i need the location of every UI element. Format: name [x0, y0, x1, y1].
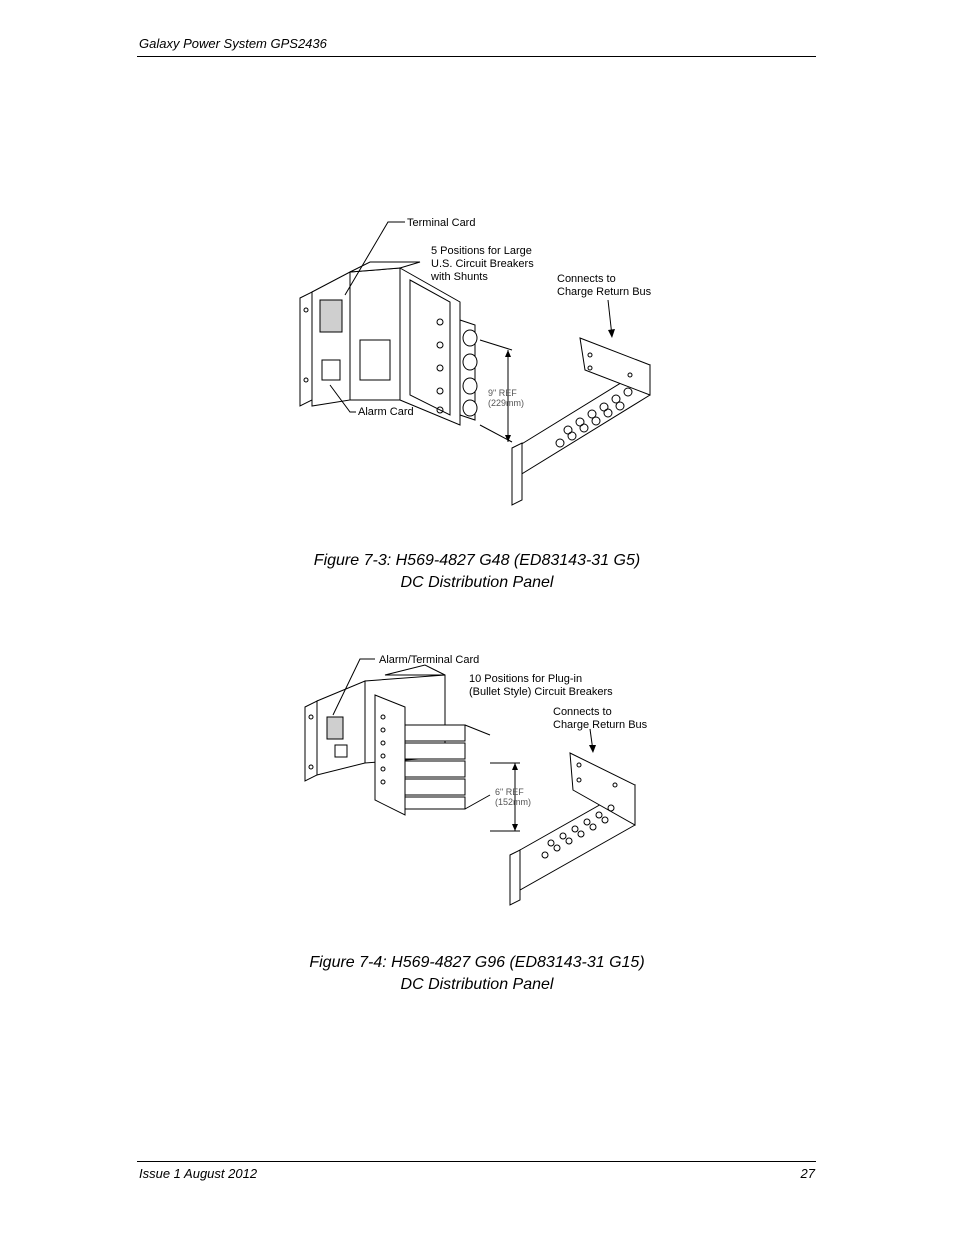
figure-7-4-caption-line2: DC Distribution Panel — [400, 976, 554, 993]
breaker-column — [436, 318, 444, 414]
bus-terminals — [555, 352, 633, 448]
label-positions-l1: 5 Positions for Large — [431, 245, 532, 257]
label-terminal-card: Terminal Card — [407, 217, 475, 229]
label-positions-l2: (Bullet Style) Circuit Breakers — [469, 686, 613, 698]
label-connects-l2: Charge Return Bus — [553, 719, 648, 731]
label-connects-l1: Connects to — [553, 706, 612, 718]
label-ref-l1: 6" REF — [495, 787, 524, 797]
page-header-title: Galaxy Power System GPS2436 — [139, 36, 327, 51]
label-alarm-card: Alarm Card — [358, 406, 414, 418]
label-connects-l1: Connects to — [557, 273, 616, 285]
label-positions-l1: 10 Positions for Plug-in — [469, 673, 582, 685]
figure-7-4-caption: Figure 7-4: H569-4827 G96 (ED83143-31 G1… — [0, 952, 954, 996]
label-ref-l2: (152mm) — [495, 797, 531, 807]
header-rule — [137, 56, 816, 57]
label-connects-l2: Charge Return Bus — [557, 286, 652, 298]
footer-issue: Issue 1 August 2012 — [139, 1166, 258, 1181]
footer-rule — [137, 1161, 816, 1162]
label-positions-l2: U.S. Circuit Breakers — [431, 258, 534, 270]
figure-7-3-caption: Figure 7-3: H569-4827 G48 (ED83143-31 G5… — [0, 550, 954, 594]
footer-page-number: 27 — [800, 1166, 815, 1181]
figure-7-4-caption-line1: Figure 7-4: H569-4827 G96 (ED83143-31 G1… — [309, 954, 645, 971]
figure-7-3-illustration: Terminal Card 5 Positions for Large U.S.… — [290, 210, 670, 510]
breaker-column — [380, 714, 386, 785]
label-positions-l3: with Shunts — [430, 271, 488, 283]
rack-ear-left — [299, 291, 313, 407]
label-alarm-terminal-card: Alarm/Terminal Card — [379, 654, 479, 666]
figure-7-3-caption-line1: Figure 7-3: H569-4827 G48 (ED83143-31 G5… — [313, 552, 641, 569]
label-ref-l2: (229mm) — [488, 398, 524, 408]
label-ref-l1: 9" REF — [488, 388, 517, 398]
bus-terminals — [541, 762, 618, 859]
figure-7-4-illustration: Alarm/Terminal Card 10 Positions for Plu… — [295, 645, 675, 910]
figure-7-3-caption-line2: DC Distribution Panel — [400, 574, 554, 591]
